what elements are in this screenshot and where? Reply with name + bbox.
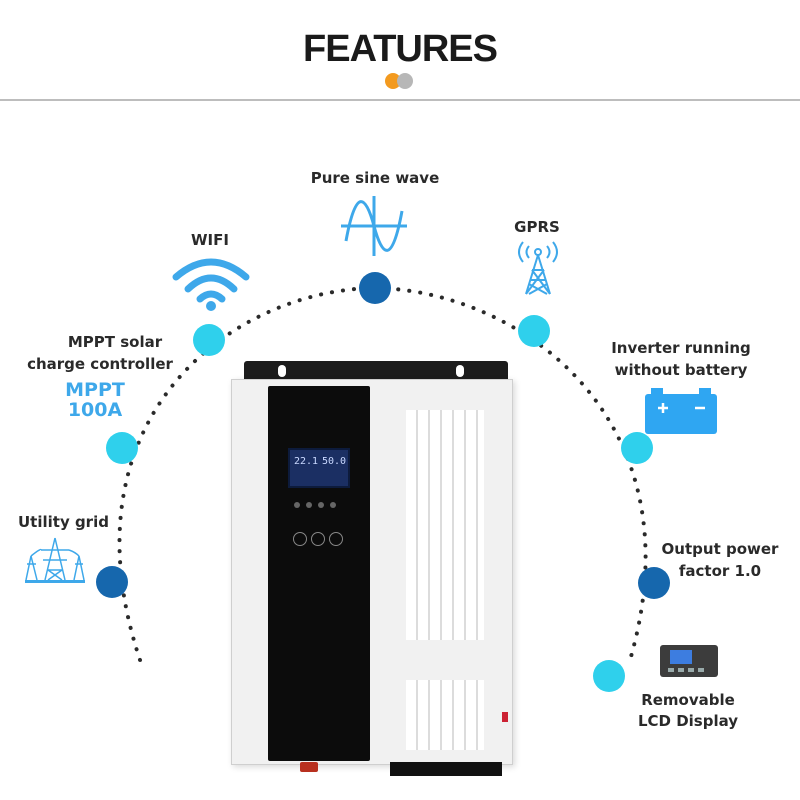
sine-wave-icon — [341, 196, 407, 256]
lcd-screen — [670, 650, 692, 664]
led-inv — [306, 502, 312, 508]
label-mppt-line1: MPPT solar — [67, 333, 163, 351]
label-output-line1: Output power — [661, 540, 779, 558]
left-button[interactable] — [293, 532, 307, 546]
lcd-screen-main: 22.1 50.0 — [288, 448, 350, 488]
gray-dot — [397, 73, 413, 89]
gprs-tower-icon — [518, 241, 558, 295]
node-gprs — [518, 315, 550, 347]
wifi-icon — [172, 258, 250, 311]
label-inverter-line2: without battery — [614, 361, 748, 379]
divider — [0, 99, 800, 101]
bottom-terminal — [390, 762, 502, 776]
label-pure-sine-wave: Pure sine wave — [310, 169, 440, 187]
node-utility — [96, 566, 128, 598]
label-mppt-line2: charge controller — [27, 355, 173, 373]
control-panel: 22.1 50.0 — [268, 386, 370, 761]
vent-fins-top — [406, 410, 484, 640]
label-lcd-line2: LCD Display — [637, 712, 739, 730]
label-output-line2: factor 1.0 — [678, 562, 762, 580]
led-ac — [294, 502, 300, 508]
mppt-badge-line2: 100A — [67, 399, 123, 421]
label-wifi: WIFI — [191, 231, 229, 249]
node-mppt — [106, 432, 138, 464]
label-lcd-line1: Removable — [641, 691, 735, 709]
lcd-module-icon — [660, 645, 718, 677]
led-fault — [330, 502, 336, 508]
port-indicator — [502, 712, 508, 722]
label-gprs: GPRS — [514, 218, 560, 236]
label-utility-grid: Utility grid — [18, 513, 109, 531]
utility-grid-icon — [25, 537, 85, 583]
up-button[interactable] — [311, 532, 325, 546]
led-chg — [318, 502, 324, 508]
node-sine — [359, 272, 391, 304]
inverter-body: 22.1 50.0 — [231, 379, 513, 765]
node-output — [638, 567, 670, 599]
node-wifi — [193, 324, 225, 356]
enter-button[interactable] — [329, 532, 343, 546]
cable-gland — [300, 762, 318, 772]
page-title: FEATURES — [303, 28, 498, 70]
lcd-left-value: 22.1 — [294, 456, 319, 467]
vent-fins-bottom — [406, 680, 484, 750]
battery-icon — [645, 388, 717, 434]
mppt-badge-line1: MPPT — [65, 379, 125, 401]
node-inverter — [621, 432, 653, 464]
label-inverter-line1: Inverter running — [611, 339, 751, 357]
lcd-right-value: 50.0 — [322, 456, 347, 467]
node-lcd — [593, 660, 625, 692]
